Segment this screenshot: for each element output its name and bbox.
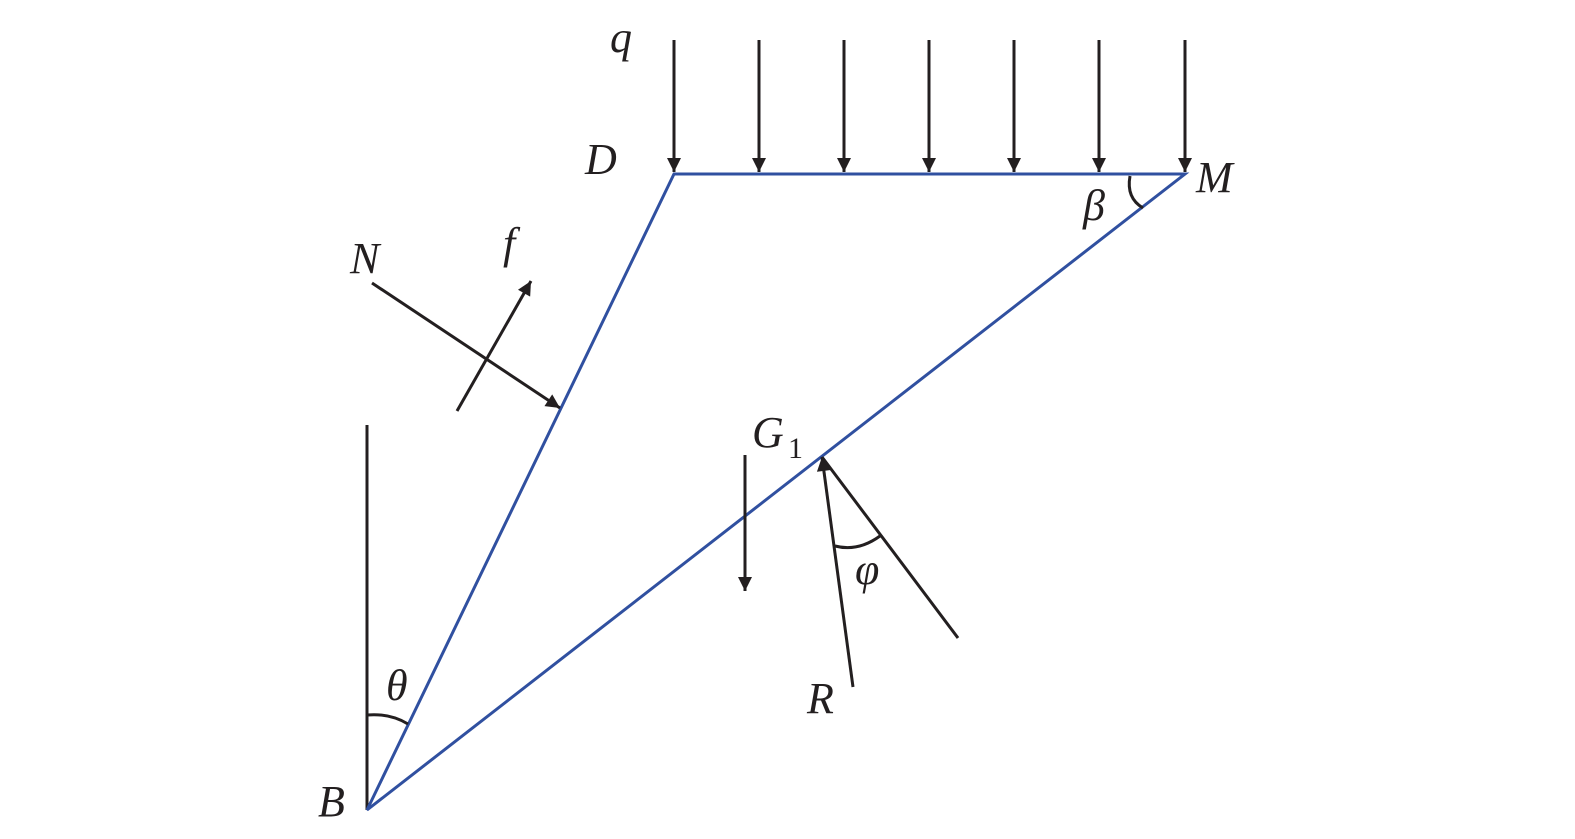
- label-G-subscript: 1: [788, 432, 803, 465]
- friction-force-arrow: [455, 280, 533, 412]
- distributed-load-q: [667, 40, 1192, 172]
- label-phi: φ: [855, 545, 879, 594]
- label-G: G: [752, 408, 784, 457]
- label-R: R: [806, 674, 834, 723]
- label-theta: θ: [386, 661, 408, 710]
- label-f: f: [503, 219, 521, 268]
- beta-angle-arc: [1127, 175, 1144, 210]
- label-beta: β: [1082, 181, 1105, 230]
- normal-force-arrow: [371, 281, 561, 410]
- reference-normal-line: [820, 456, 960, 639]
- label-D: D: [584, 135, 617, 184]
- label-N: N: [349, 234, 382, 283]
- theta-angle-arc: [366, 713, 409, 726]
- label-M: M: [1195, 153, 1235, 202]
- label-q: q: [610, 13, 632, 62]
- reaction-force-arrow: [816, 456, 855, 688]
- wedge-triangle-DMB: [365, 172, 1190, 812]
- label-B: B: [318, 777, 345, 826]
- phi-angle-arc: [834, 534, 881, 550]
